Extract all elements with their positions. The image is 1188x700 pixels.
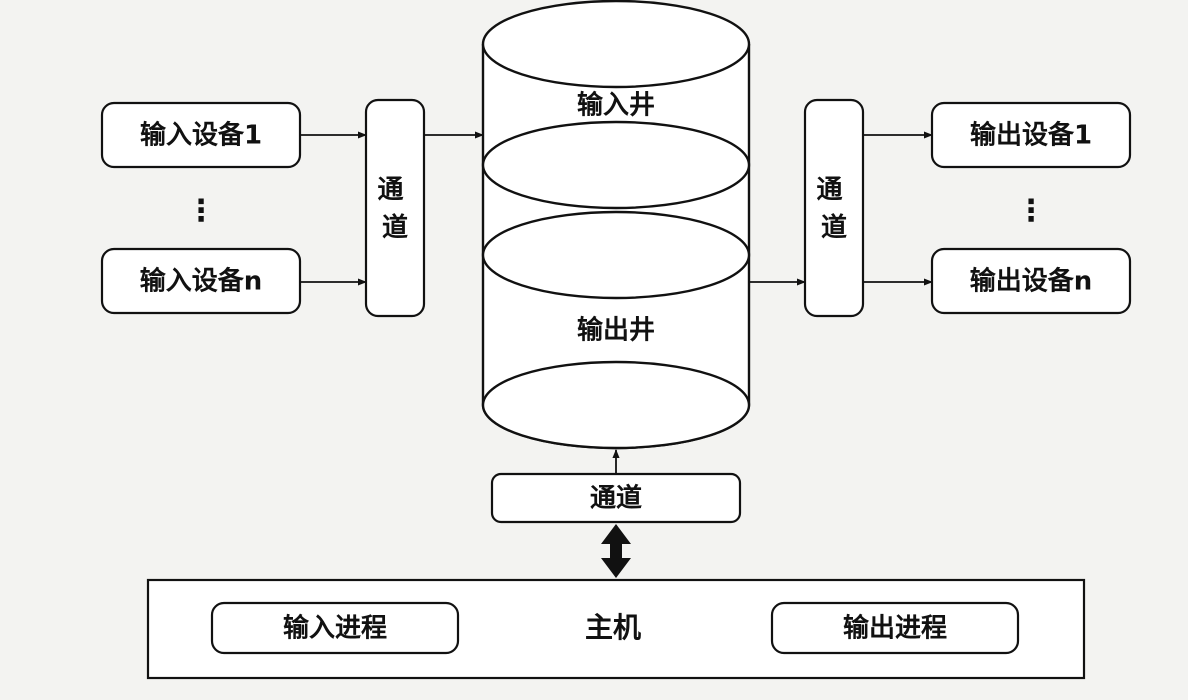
bottom-channel-label: 通道 [590, 483, 642, 514]
disk-drum: 输入井 输出井 [481, 0, 751, 450]
input-devices-ellipsis: ⋮ [186, 194, 216, 229]
input-device-1: 输入设备1 [100, 101, 302, 169]
output-process-label: 输出进程 [843, 613, 947, 644]
input-device-n-label: 输入设备n [140, 266, 263, 297]
right-channel-label: 通 道 [816, 175, 851, 243]
output-devices-ellipsis: ⋮ [1016, 194, 1046, 229]
left-channel-label: 通 道 [377, 175, 412, 243]
output-device-1-label: 输出设备1 [970, 120, 1092, 151]
output-device-1: 输出设备1 [930, 101, 1132, 169]
double-arrow-host-channel [601, 524, 631, 578]
input-process-label: 输入进程 [283, 613, 387, 644]
output-process: 输出进程 [770, 601, 1020, 655]
host-label: 主机 [585, 611, 641, 644]
input-device-n: 输入设备n [100, 247, 302, 315]
output-device-n: 输出设备n [930, 247, 1132, 315]
input-well-label: 输入井 [577, 90, 655, 121]
left-channel: 通 道 [364, 98, 426, 318]
output-well-label: 输出井 [577, 315, 655, 346]
bottom-channel: 通道 [490, 472, 742, 524]
drum-bottom [481, 360, 751, 450]
host: 输入进程 主机 输出进程 [146, 578, 1086, 680]
right-channel: 通 道 [803, 98, 865, 318]
input-device-1-label: 输入设备1 [140, 120, 262, 151]
input-process: 输入进程 [210, 601, 460, 655]
output-device-n-label: 输出设备n [970, 266, 1093, 297]
